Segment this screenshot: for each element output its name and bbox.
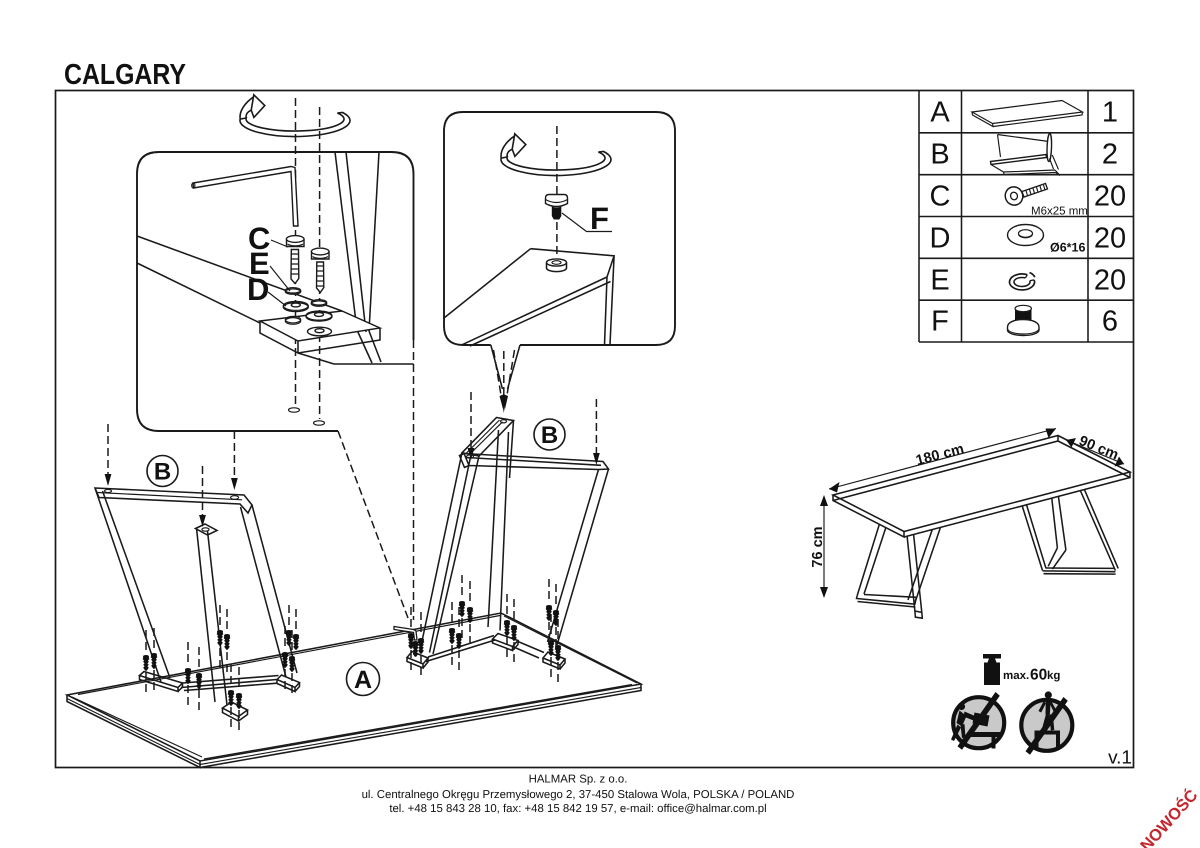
svg-text:F: F — [590, 201, 609, 236]
svg-text:60: 60 — [1030, 667, 1047, 684]
svg-text:2: 2 — [1102, 139, 1118, 171]
svg-text:D: D — [930, 223, 951, 255]
svg-text:76 cm: 76 cm — [810, 526, 826, 567]
svg-text:M6x25 mm: M6x25 mm — [1031, 206, 1088, 218]
svg-text:E: E — [249, 246, 270, 281]
svg-text:B: B — [154, 459, 171, 486]
svg-text:D: D — [247, 272, 269, 307]
svg-text:kg: kg — [1047, 670, 1060, 682]
svg-text:C: C — [930, 181, 951, 213]
svg-text:E: E — [930, 265, 949, 297]
svg-text:Ø6*16: Ø6*16 — [1050, 241, 1085, 255]
svg-text:20: 20 — [1094, 181, 1126, 213]
svg-text:C: C — [248, 221, 270, 256]
svg-text:A: A — [930, 97, 950, 129]
svg-text:NOWOŚĆ: NOWOŚĆ — [1136, 786, 1200, 848]
svg-text:B: B — [930, 139, 949, 171]
svg-text:B: B — [541, 422, 558, 449]
svg-text:HALMAR Sp. z o.o.: HALMAR Sp. z o.o. — [529, 774, 628, 786]
svg-text:6: 6 — [1102, 306, 1118, 338]
svg-text:v.1: v.1 — [1108, 748, 1132, 769]
svg-text:1: 1 — [1102, 97, 1118, 129]
svg-text:F: F — [931, 306, 949, 338]
svg-text:ul. Centralnego Okręgu Przemys: ul. Centralnego Okręgu Przemysłowego 2, … — [362, 789, 795, 801]
svg-text:CALGARY: CALGARY — [64, 59, 186, 91]
svg-text:20: 20 — [1094, 265, 1126, 297]
svg-text:A: A — [354, 666, 372, 694]
svg-text:max.: max. — [1003, 670, 1029, 682]
svg-text:20: 20 — [1094, 223, 1126, 255]
svg-text:tel. +48 15 843 28 10, fax: +4: tel. +48 15 843 28 10, fax: +48 15 842 1… — [389, 803, 766, 815]
